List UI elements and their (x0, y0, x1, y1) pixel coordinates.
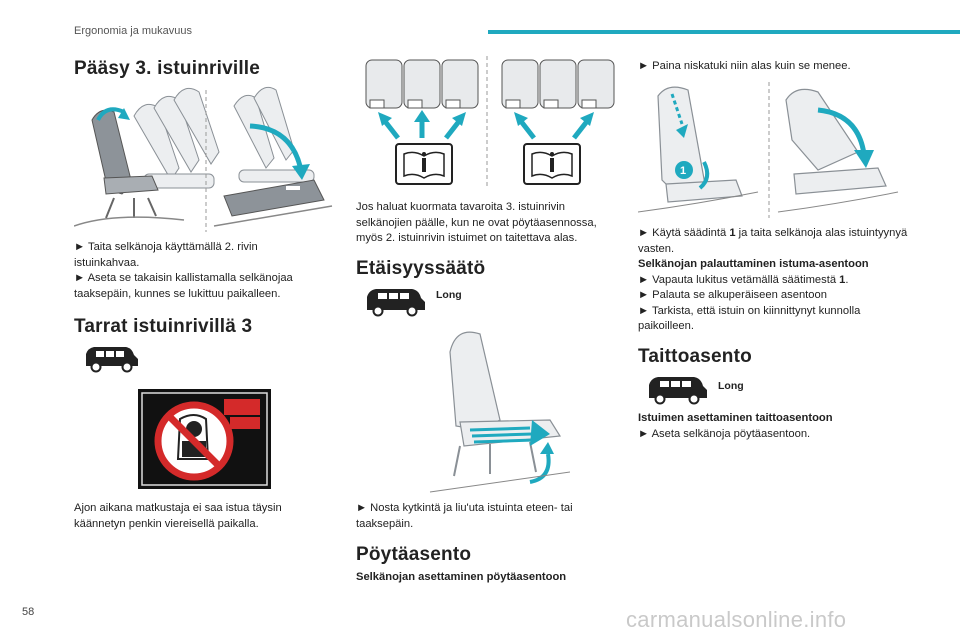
table-position-subtitle: Selkänojan asettaminen pöytäasentoon (356, 571, 567, 583)
fold-position-step: ► Aseta selkänoja pöytäasentoon. (638, 427, 811, 440)
seat-slide-illustration (420, 322, 570, 498)
van-long-icon-fold (646, 374, 708, 406)
fold-version-badge: Long (718, 380, 744, 392)
page-number: 58 (22, 606, 35, 618)
watermark: carmanualsonline.info (626, 607, 847, 632)
header-accent-bar (488, 30, 960, 34)
heading-folded-position: Taittoasento (638, 346, 752, 367)
no-sitting-warning-sticker (138, 389, 271, 489)
distance-version-badge: Long (436, 289, 462, 301)
restore-step-2: ► Palauta se alkuperäiseen asentoon (638, 289, 827, 301)
running-header: Ergonomia ja mukavuus (74, 25, 193, 37)
control-callout-number: 1 (680, 165, 686, 177)
restore-title: Selkänojan palauttaminen istuma-asentoon (638, 258, 869, 270)
headrest-step: ► Paina niskatuki niin alas kuin se mene… (638, 60, 851, 72)
fold-backrest-illustration: 1 (638, 80, 900, 220)
access-step-1: ► Taita selkänoja käyttämällä 2. rivin i… (74, 241, 258, 269)
access-step-2: ► Aseta se takaisin kallistamalla selkän… (74, 272, 293, 300)
restore-step-3: ► Tarkista, että istuin on kiinnittynyt … (638, 304, 861, 333)
van-icon (82, 344, 140, 374)
heading-access-third-row: Pääsy 3. istuinriville (74, 58, 261, 79)
fold-subtitle: Istuimen asettaminen taittoasentoon (638, 412, 833, 424)
heading-labels-third-row: Tarrat istuinrivillä 3 (74, 316, 253, 337)
seat-access-illustration (74, 86, 334, 236)
heading-table-position: Pöytäasento (356, 544, 472, 565)
warning-text: Ajon aikana matkustaja ei saa istua täys… (74, 502, 282, 530)
distance-step: ► Nosta kytkintä ja liu'uta istuinta ete… (356, 502, 573, 530)
table-position-illustration (356, 54, 618, 190)
cargo-text: Jos haluat kuormata tavaroita 3. istuinr… (356, 201, 597, 244)
heading-distance-adjustment: Etäisyyssäätö (356, 258, 486, 279)
fold-step: ► Käytä säädintä 1 ja taita selkänoja al… (638, 227, 908, 255)
restore-step-1: ► Vapauta lukitus vetämällä säätimestä 1… (638, 273, 849, 286)
van-long-icon (364, 286, 426, 318)
